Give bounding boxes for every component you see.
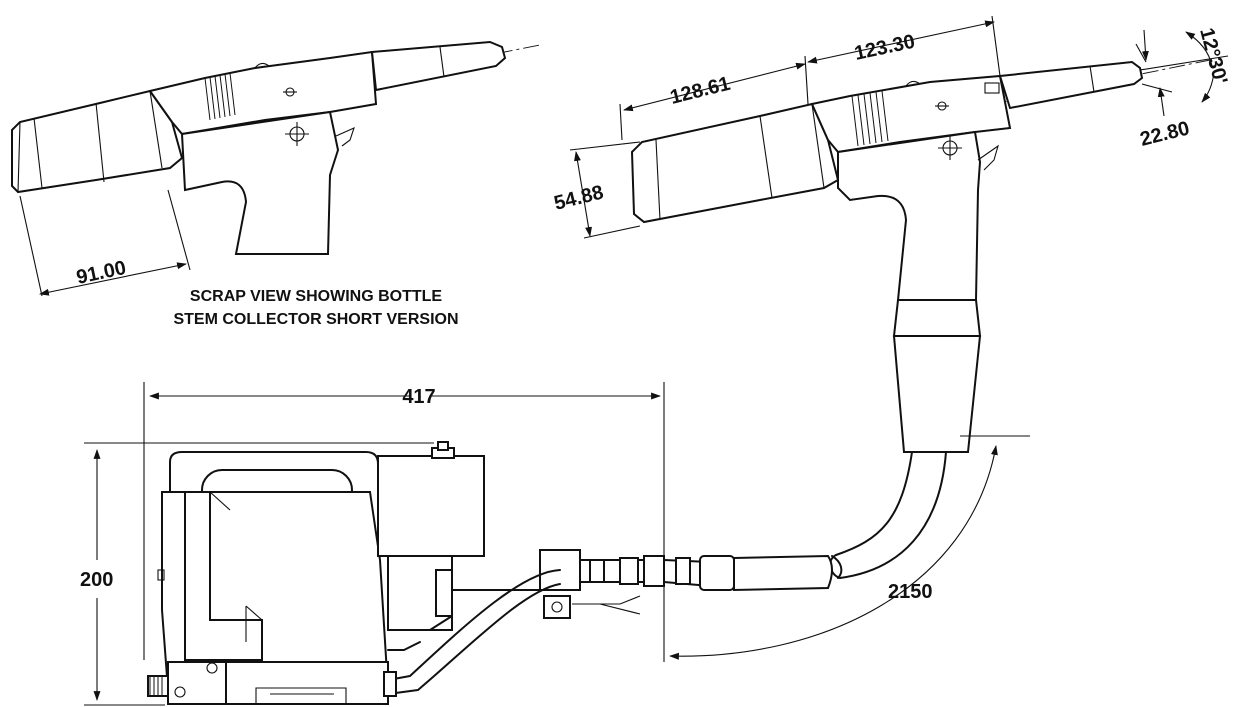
- scrap-grip-ribs: [204, 72, 236, 121]
- dim-body-length: 128.61: [668, 73, 733, 109]
- main-dimension-lines: [569, 15, 1229, 239]
- dim-scrap-length: 91.00: [74, 257, 128, 289]
- dim-intensifier-width: 417: [402, 386, 435, 408]
- dim-intensifier-height: 200: [80, 569, 113, 591]
- caption-line-1: SCRAP VIEW SHOWING BOTTLE: [190, 288, 442, 305]
- main-grip-ribs: [851, 90, 889, 147]
- dim-body-diameter: 54.88: [552, 181, 606, 214]
- dim-nose-length: 123.30: [852, 31, 916, 65]
- main-rivet-tool: [630, 59, 1211, 579]
- scrap-view-tool: [11, 40, 541, 297]
- intensifier-unit: [84, 382, 1030, 706]
- dim-nose-diameter: 22.80: [1138, 117, 1192, 150]
- caption-line-2: STEM COLLECTOR SHORT VERSION: [173, 311, 458, 328]
- dim-hose-length: 2150: [888, 581, 933, 603]
